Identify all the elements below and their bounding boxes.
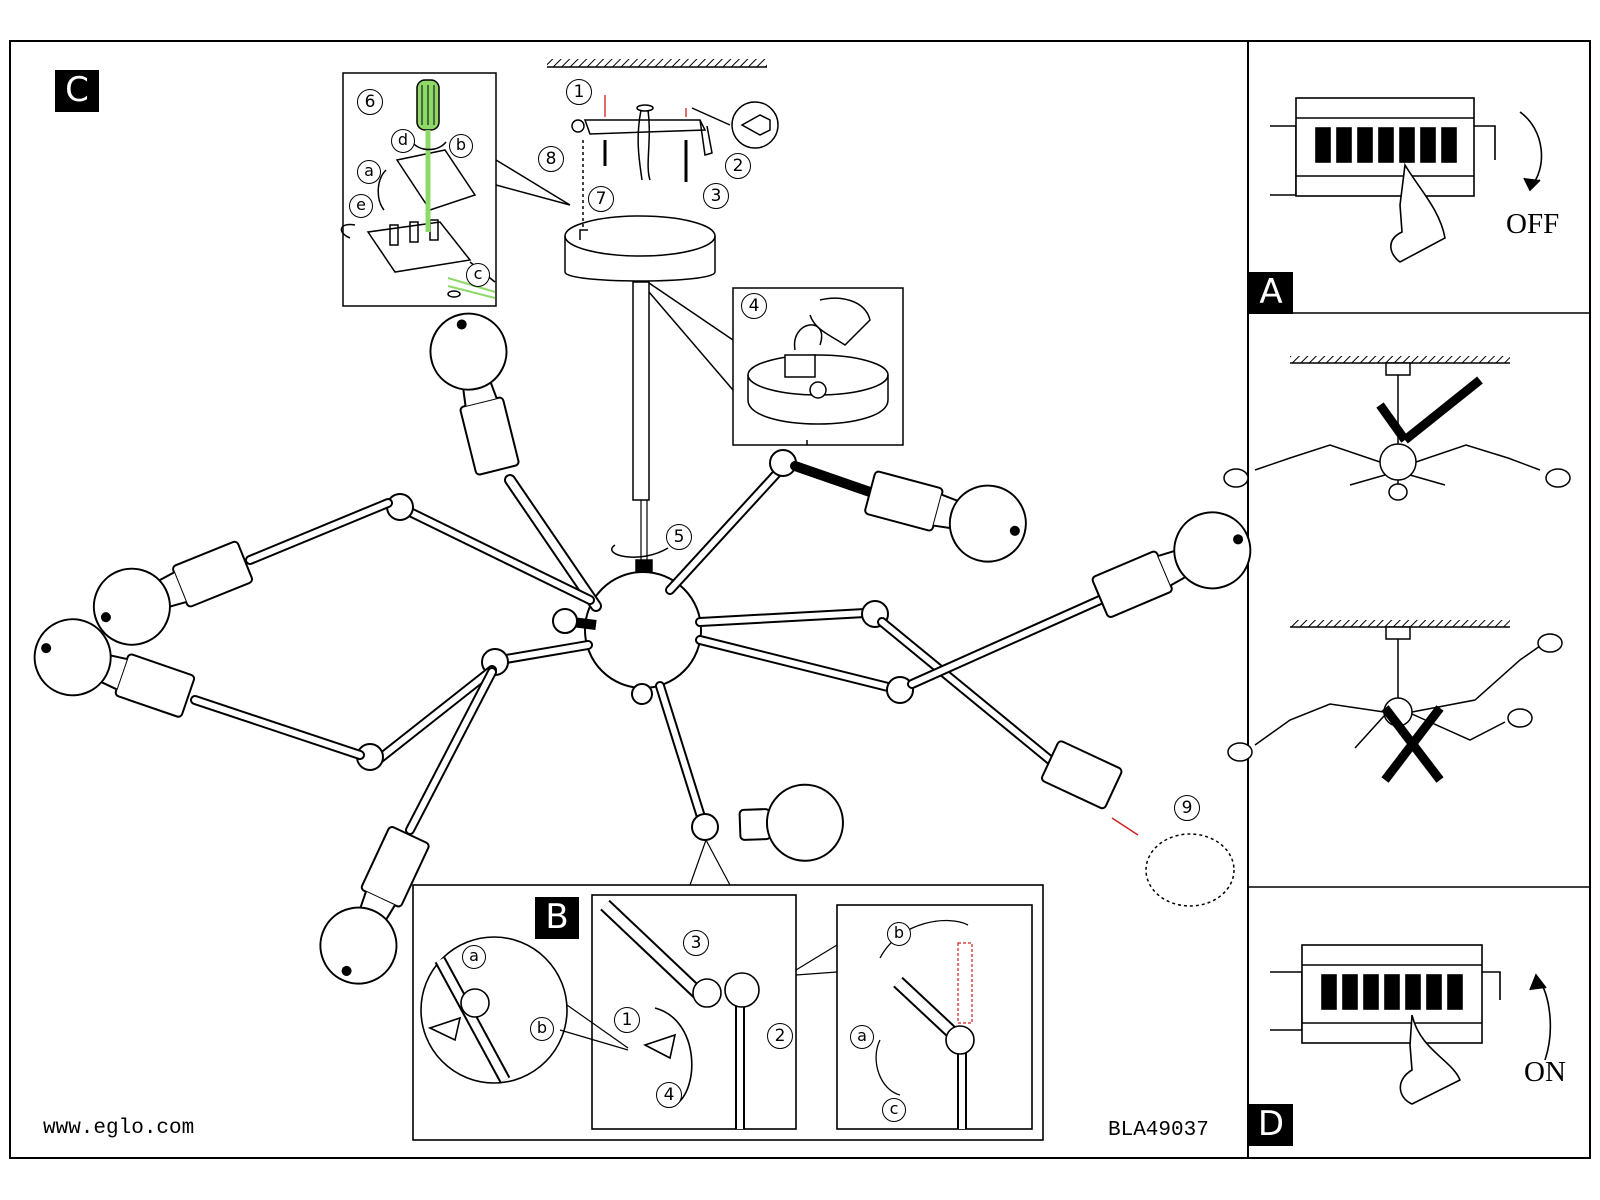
breaker-off-illustration: [1270, 97, 1543, 263]
panel-d-label: D: [1249, 1104, 1293, 1146]
detail-b-step-4: 4: [656, 1082, 682, 1108]
step-7: 7: [588, 186, 614, 212]
step-1: 1: [566, 79, 592, 105]
website-label: www.eglo.com: [43, 1117, 195, 1140]
fixture-wrong-orientation: [1223, 356, 1571, 501]
on-label: ON: [1524, 1056, 1566, 1088]
panel-a-label: A: [1249, 272, 1293, 314]
panel-c-label: C: [55, 70, 99, 112]
step-8: 8: [538, 146, 564, 172]
breaker-on-illustration: [1270, 944, 1552, 1105]
step-6: 6: [357, 89, 383, 115]
letter-e-inset6: e: [349, 194, 373, 218]
outer-frame: [9, 40, 1591, 1159]
step-2: 2: [725, 153, 751, 179]
detail-b-panel: [412, 839, 1044, 1141]
panel-b-label: B: [535, 897, 579, 939]
chandelier-assembly: [23, 304, 1264, 998]
letter-c-inset6: c: [466, 263, 490, 287]
letter-a-detail-b2: a: [850, 1025, 874, 1049]
detail-b-step-3: 3: [683, 930, 709, 956]
fixture-correct-orientation: [1227, 620, 1563, 783]
off-label: OFF: [1506, 208, 1560, 240]
letter-b-detail-b: b: [530, 1017, 554, 1041]
letter-b-detail-b2: b: [887, 922, 911, 946]
step-9: 9: [1174, 795, 1200, 821]
letter-c-detail-b2: c: [882, 1098, 906, 1122]
letter-a-detail-b: a: [462, 945, 486, 969]
letter-a-inset6: a: [357, 160, 381, 184]
ceiling-mount-exploded: [547, 59, 779, 573]
letter-b-inset6: b: [449, 134, 473, 158]
canopy-interior-inset: [648, 282, 904, 446]
detail-b-step-1: 1: [614, 1007, 640, 1033]
step-3: 3: [703, 183, 729, 209]
detail-b-step-2: 2: [767, 1023, 793, 1049]
step-4: 4: [741, 293, 767, 319]
step-5: 5: [666, 524, 692, 550]
model-number: BLA49037: [1108, 1119, 1209, 1142]
letter-d-inset6: d: [391, 129, 415, 153]
